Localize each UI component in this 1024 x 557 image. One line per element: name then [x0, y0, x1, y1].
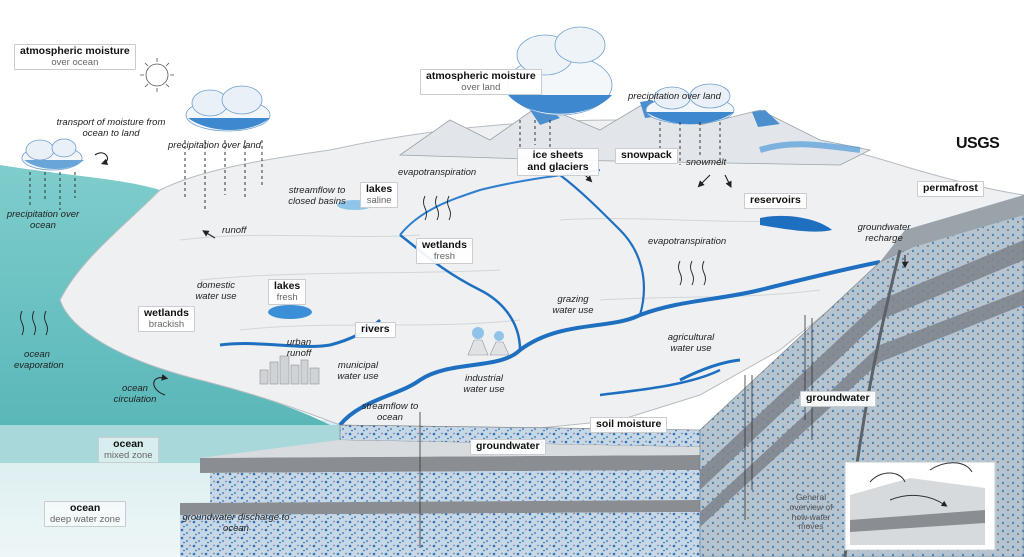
wetlands-brackish-box: wetlands brackish	[138, 306, 195, 333]
box-title: lakes	[366, 183, 393, 195]
box-title: atmospheric moisture	[426, 70, 536, 82]
wetlands-fresh-box: wetlands fresh	[416, 238, 473, 265]
agricultural-water-use-label: agricultural water use	[667, 332, 715, 354]
groundwater-front-box: groundwater	[470, 439, 546, 455]
snowmelt-label: snowmelt	[686, 157, 727, 168]
streamflow-closed-basins-label: streamflow to closed basins	[288, 185, 346, 207]
box-subtitle: saline	[366, 194, 392, 206]
ice-sheets-box: ice sheets and glaciers	[517, 148, 599, 176]
reservoirs-box: reservoirs	[744, 193, 807, 209]
snowpack-box: snowpack	[615, 148, 678, 164]
box-subtitle: deep water zone	[50, 513, 121, 525]
box-title: reservoirs	[750, 194, 801, 206]
permafrost-box: permafrost	[917, 181, 984, 197]
reservoir	[760, 215, 832, 232]
evapotranspiration-left-label: evapotranspiration	[398, 167, 477, 178]
box-title: atmospheric moisture	[20, 45, 130, 57]
evapotranspiration-right-label: evapotranspiration	[648, 236, 727, 247]
rivers-box: rivers	[355, 322, 396, 338]
box-title: groundwater	[476, 440, 540, 452]
box-subtitle: fresh	[433, 250, 456, 262]
grazing-water-use-label: grazing water use	[552, 294, 594, 316]
lakes-fresh-box: lakes fresh	[268, 279, 307, 306]
box-subtitle: mixed zone	[104, 449, 153, 461]
box-title: wetlands	[144, 307, 189, 319]
box-title: ice sheets and glaciers	[527, 149, 589, 173]
transport-label: transport of moisture from ocean to land	[56, 117, 166, 139]
sun	[140, 58, 174, 92]
box-subtitle: brackish	[148, 318, 185, 330]
box-subtitle: over ocean	[51, 56, 99, 68]
urban-runoff-label: urban runoff	[286, 337, 312, 359]
atmospheric-moisture-ocean-box: atmospheric moisture over ocean	[14, 44, 136, 71]
ocean-evaporation-label: ocean evaporation	[14, 349, 64, 371]
box-subtitle: fresh	[276, 291, 298, 303]
ocean-mixed-zone-box: ocean mixed zone	[98, 437, 159, 464]
box-title: rivers	[361, 323, 390, 335]
groundwater-discharge-label: groundwater discharge to ocean	[182, 512, 290, 534]
industrial-water-use-label: industrial water use	[463, 373, 505, 395]
precipitation-over-land-right-label: precipitation over land	[628, 91, 721, 102]
precipitation-over-land-left-label: precipitation over land	[168, 140, 261, 151]
fresh-lake	[268, 305, 312, 319]
domestic-water-use-label: domestic water use	[195, 280, 237, 302]
soil-moisture-box: soil moisture	[590, 417, 668, 433]
city	[259, 355, 320, 385]
box-title: groundwater	[806, 392, 870, 404]
clouds	[21, 26, 735, 171]
box-subtitle: over land	[461, 81, 501, 93]
box-title: soil moisture	[596, 418, 662, 430]
groundwater-side-box: groundwater	[800, 391, 876, 407]
usgs-logo: USGS	[956, 135, 1000, 152]
municipal-water-use-label: municipal water use	[337, 360, 379, 382]
inset-caption: General overview of how water moves	[789, 492, 833, 532]
ocean-surface	[0, 165, 330, 425]
streamflow-to-ocean-label: streamflow to ocean	[361, 401, 419, 423]
ocean-circulation-label: ocean circulation	[113, 383, 157, 405]
lakes-saline-box: lakes saline	[360, 182, 399, 209]
box-title: snowpack	[621, 149, 672, 161]
runoff-label: runoff	[222, 225, 247, 236]
box-title: lakes	[274, 280, 301, 292]
main-river	[338, 260, 881, 427]
box-title: ocean	[113, 438, 144, 450]
box-title: permafrost	[923, 182, 978, 194]
box-title: ocean	[69, 502, 101, 514]
atmospheric-moisture-land-box: atmospheric moisture over land	[420, 69, 542, 96]
precipitation-over-ocean-label: precipitation over ocean	[6, 209, 80, 231]
groundwater-recharge-label: groundwater recharge	[857, 222, 911, 244]
ocean-deep-zone-box: ocean deep water zone	[44, 501, 127, 528]
box-title: wetlands	[422, 239, 467, 251]
